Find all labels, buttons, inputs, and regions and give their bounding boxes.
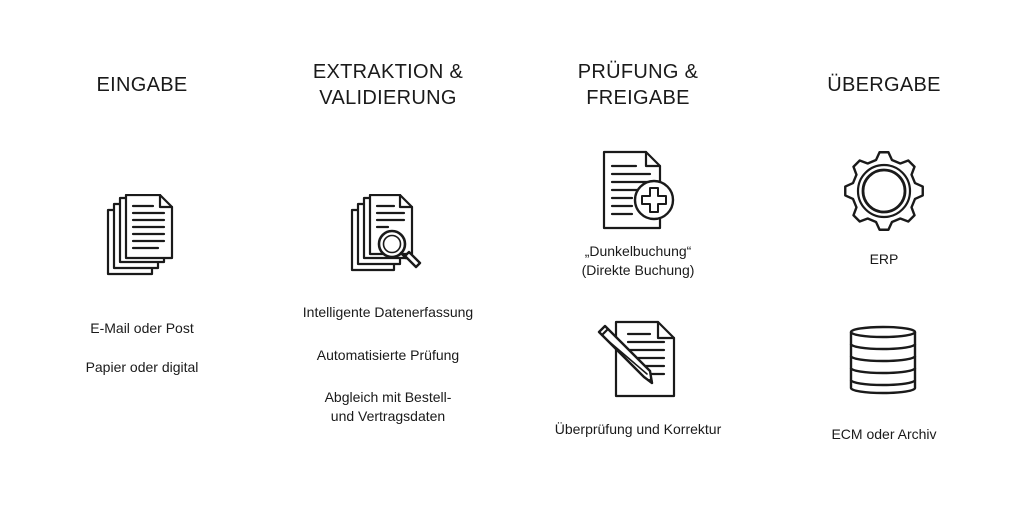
- label-email-post: E-Mail oder Post: [54, 319, 230, 338]
- column-title-line: EINGABE: [96, 74, 188, 96]
- column-eingabe: EINGABE E-Mail oder Post Papier oder dig…: [54, 0, 230, 508]
- column-title-line: FREIGABE: [586, 87, 690, 109]
- label-erp: ERP: [794, 250, 974, 269]
- column-title: ÜBERGABE: [794, 72, 974, 98]
- label-line: Automatisierte Prüfung: [316, 347, 460, 363]
- label-dunkelbuchung: „Dunkelbuchung“ (Direkte Buchung): [538, 242, 738, 280]
- label-line: ECM oder Archiv: [831, 426, 937, 442]
- document-plus-icon: [602, 150, 676, 232]
- column-title: EINGABE: [54, 72, 230, 98]
- label-line: Intelligente Datenerfassung: [302, 304, 474, 320]
- column-extraktion: EXTRAKTION & VALIDIERUNG Intelligente Da…: [288, 0, 488, 508]
- label-ecm-archiv: ECM oder Archiv: [794, 425, 974, 444]
- label-line: ERP: [869, 251, 899, 267]
- documents-stack-icon: [106, 194, 176, 276]
- label-automatisierte-pruefung: Automatisierte Prüfung: [288, 346, 488, 365]
- label-line: (Direkte Buchung): [581, 262, 695, 278]
- label-datenerfassung: Intelligente Datenerfassung: [288, 303, 488, 322]
- document-pencil-icon: [596, 320, 680, 400]
- column-title: EXTRAKTION & VALIDIERUNG: [288, 59, 488, 111]
- column-title-line: PRÜFUNG &: [577, 61, 699, 83]
- label-line: E-Mail oder Post: [90, 320, 194, 336]
- documents-magnifier-icon: [350, 194, 424, 276]
- column-title-line: VALIDIERUNG: [319, 87, 457, 109]
- label-line: Überprüfung und Korrektur: [554, 421, 722, 437]
- database-icon: [848, 325, 918, 395]
- column-title-line: ÜBERGABE: [827, 74, 941, 96]
- column-pruefung: PRÜFUNG & FREIGABE „Dunkelbuchung“ (Dire…: [538, 0, 738, 508]
- column-title-line: EXTRAKTION &: [312, 61, 464, 83]
- column-title: PRÜFUNG & FREIGABE: [538, 59, 738, 111]
- gear-icon: [843, 150, 925, 232]
- label-line: „Dunkelbuchung“: [584, 243, 692, 259]
- label-line: und Vertragsdaten: [330, 408, 446, 424]
- label-ueberpruefung-korrektur: Überprüfung und Korrektur: [538, 420, 738, 439]
- column-uebergabe: ÜBERGABE ERP ECM oder Archiv: [794, 0, 974, 508]
- label-abgleich: Abgleich mit Bestell- und Vertragsdaten: [288, 388, 488, 426]
- label-papier-digital: Papier oder digital: [54, 358, 230, 377]
- label-line: Papier oder digital: [85, 359, 199, 375]
- label-line: Abgleich mit Bestell-: [324, 389, 452, 405]
